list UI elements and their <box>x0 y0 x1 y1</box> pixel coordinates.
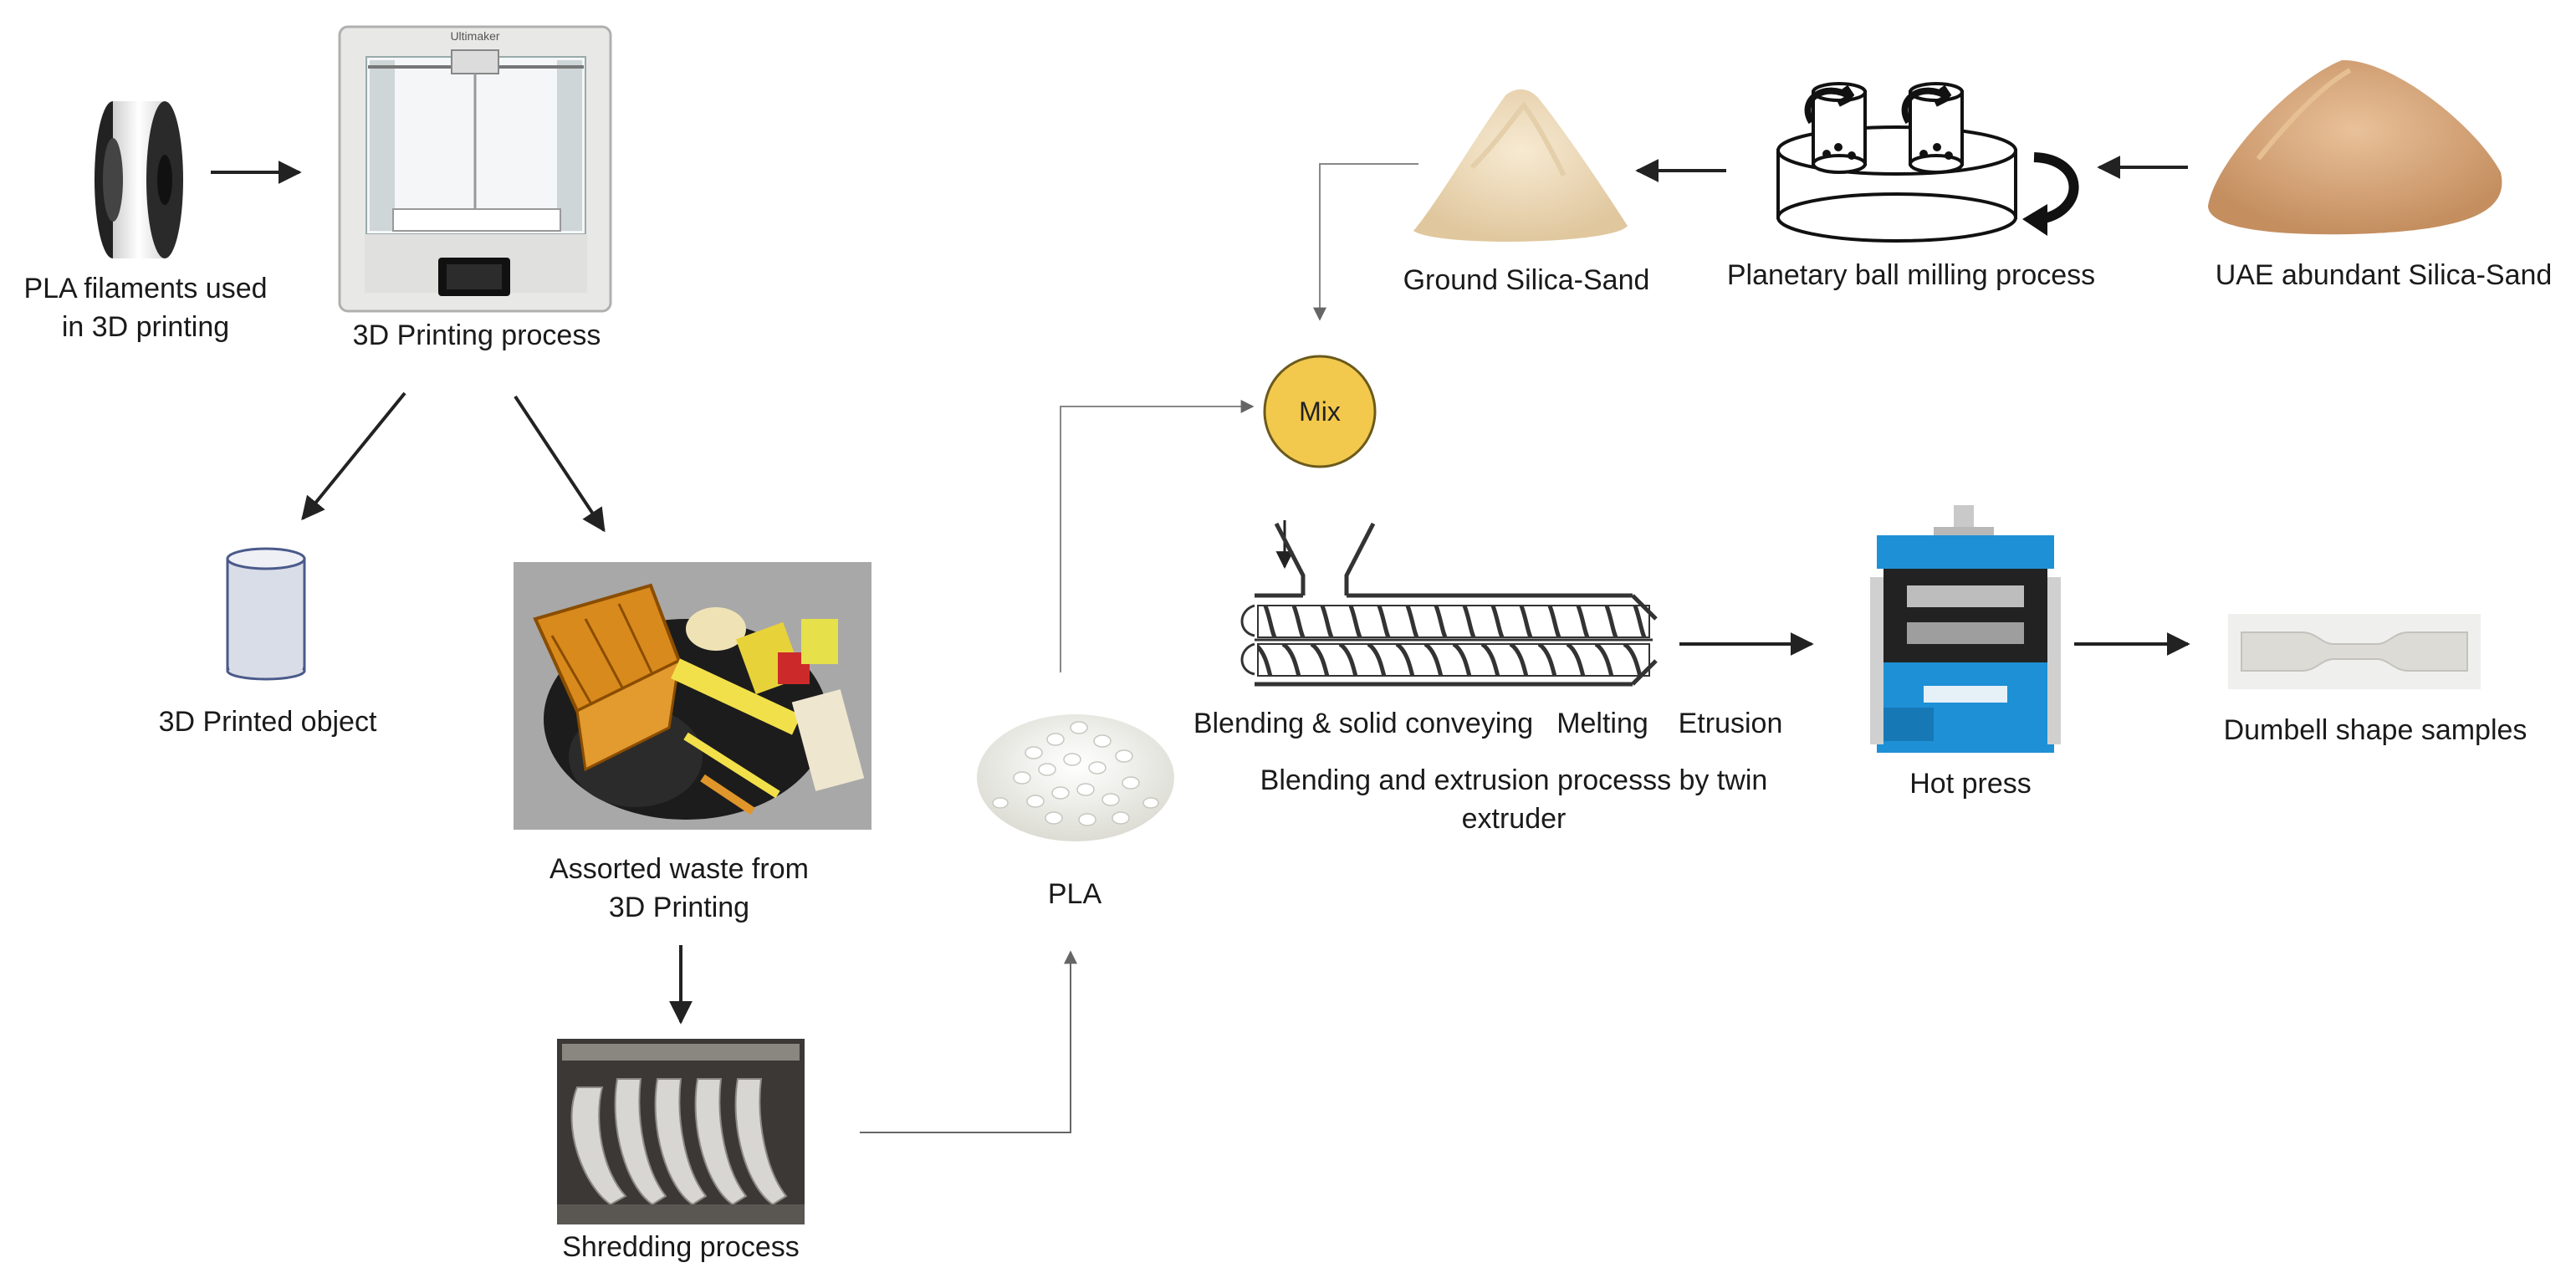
extrusion-label: Etrusion <box>1678 708 1783 739</box>
ball-milling-label: Planetary ball milling process <box>1726 259 2096 291</box>
ground-sand-photo <box>1413 89 1628 242</box>
blending-extrusion-caption: Blending and extrusion processs by twin … <box>1260 764 1768 835</box>
pla-filament-label: PLA filaments used in 3D printing <box>23 273 268 343</box>
dumbbell-sample-photo <box>2228 614 2481 689</box>
pla-pellets-photo <box>977 714 1174 841</box>
arrow-printer-to-waste <box>514 395 606 533</box>
melting-label: Melting <box>1556 708 1648 739</box>
pla-label: PLA <box>1047 878 1102 910</box>
uae-sand-photo <box>2208 59 2502 235</box>
assorted-waste-label: Assorted waste from 3D Printing <box>549 853 809 923</box>
line-ground-sand-to-mix <box>1313 163 1418 321</box>
hot-press-photo <box>1870 505 2061 753</box>
dumbbell-label: Dumbell shape samples <box>2223 714 2527 746</box>
printed-object-label: 3D Printed object <box>158 706 377 738</box>
twin-screw-extruder-icon <box>1240 520 1658 687</box>
mix-node <box>1263 355 1377 468</box>
arrow-printer-to-object <box>301 391 406 521</box>
shredder-photo <box>557 1039 805 1224</box>
line-shredder-to-pla <box>860 950 1077 1133</box>
uae-sand-label: UAE abundant Silica-Sand <box>2215 259 2553 291</box>
printer-brand-text: Ultimaker <box>450 29 499 43</box>
printing-process-label: 3D Printing process <box>352 320 601 351</box>
assorted-waste-photo <box>514 562 871 830</box>
3d-printer-icon: Ultimaker <box>338 25 612 313</box>
hot-press-label: Hot press <box>1909 768 2032 800</box>
shredding-label: Shredding process <box>562 1231 800 1263</box>
blending-conveying-label: Blending & solid conveying <box>1193 708 1534 739</box>
ball-mill-icon <box>1776 82 2079 243</box>
line-pla-to-mix <box>1060 400 1255 672</box>
mix-label: Mix <box>1299 396 1341 427</box>
ground-sand-label: Ground Silica-Sand <box>1403 264 1650 296</box>
printed-object-icon <box>226 547 306 681</box>
filament-spool-icon <box>95 101 183 258</box>
